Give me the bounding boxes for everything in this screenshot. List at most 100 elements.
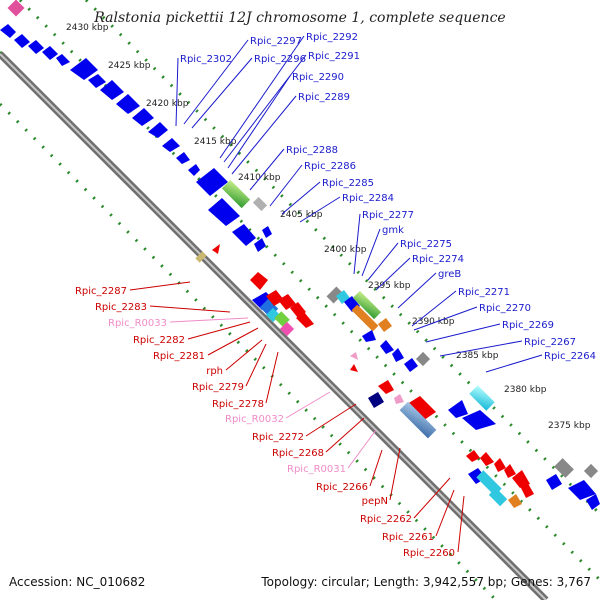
leader-line [149,305,231,313]
gene-label: Rpic_2271 [458,287,510,298]
tick-label: 2400 kbp [324,245,367,255]
gene-label: rph [206,366,223,377]
leader-line [265,351,279,404]
gene-label: Rpic_2264 [544,351,596,362]
feature-cluster-2385 [350,351,431,372]
gene-label: Rpic_2286 [304,161,356,172]
leader-line [225,339,263,371]
forward-genes-run-1 [0,24,272,252]
leader-line [227,75,291,169]
tick-label: 2420 kbp [146,99,189,109]
leader-line [413,477,451,519]
leader-line [439,340,523,357]
leader-line [353,213,361,275]
gene-label: Rpic_2261 [382,532,434,543]
gene-label: Rpic_2282 [133,335,185,346]
gene-label: Rpic_2260 [403,548,455,559]
leader-line [245,343,267,387]
gene-label: pepN [362,496,388,507]
leader-line [325,417,365,453]
leader-line [369,449,383,487]
chromosome-backbone [0,51,549,600]
leader-line [425,323,501,343]
gene-label: Rpic_R0032 [225,414,284,425]
topology-summary: Topology: circular; Length: 3,942,557 bp… [261,575,591,589]
accession-text: Accession: NC_010682 [9,575,146,589]
gene-label: Rpic_2268 [272,448,324,459]
gene-label: Rpic_2290 [292,72,344,83]
label-leader-lines [129,35,543,553]
gene-label: Rpic_2269 [502,320,554,331]
leader-line [219,35,305,159]
leader-line [269,164,303,207]
leader-line [389,447,401,501]
leader-line [223,54,307,163]
leader-line [299,196,341,223]
tick-label: 2430 kbp [66,23,109,33]
leader-line [305,403,357,437]
gene-label: gmk [382,225,404,236]
leader-line [249,148,285,191]
gene-label: Rpic_2285 [322,178,374,189]
feature-gray [252,196,268,212]
leader-line [191,57,253,129]
gene-label: Rpic_2287 [75,286,127,297]
gene-label: Rpic_2291 [308,51,360,62]
gene-label: Rpic_2284 [342,193,394,204]
feature-green [221,179,251,209]
gene-label: Rpic_2274 [412,254,464,265]
gene-label: Rpic_2270 [479,303,531,314]
leader-line [129,281,191,291]
gene-label: greB [438,269,461,280]
feature-cluster-2395 [326,286,404,362]
tick-label: 2395 kbp [368,281,411,291]
leader-line [375,257,411,291]
leader-line [485,354,543,373]
gene-label: Rpic_2281 [153,351,205,362]
tick-label: 2415 kbp [194,137,237,147]
gene-label: Rpic_2267 [524,337,576,348]
gene-label: Rpic_2262 [360,514,412,525]
feature-pink [7,0,25,17]
gene-label: Rpic_R0031 [287,464,346,475]
leader-line [367,242,399,281]
map-title: Ralstonia pickettii 12J chromosome 1, co… [94,10,506,26]
reverse-genes-cluster-1 [250,272,314,337]
tick-label: 2380 kbp [504,385,547,395]
tick-label: 2385 kbp [456,351,499,361]
gene-label: Rpic_2283 [95,302,147,313]
gene-labels: Rpic_2302 Rpic_2297Rpic_2296Rpic_2292Rpic… [75,32,596,559]
gene-label: Rpic_2292 [306,32,358,43]
leader-line [285,391,331,419]
gene-label: Rpic_R0033 [108,318,167,329]
gene-label: Rpic_2272 [252,432,304,443]
leader-line [457,495,465,553]
leader-line [435,489,455,537]
gene-label: Rpic_2296 [254,54,306,65]
leader-line [207,327,259,356]
leader-line [411,290,457,327]
feature-cluster-2378 [368,380,496,439]
gene-label: Rpic_2275 [400,239,452,250]
leader-line [347,429,377,469]
gene-label: Rpic_2266 [316,482,368,493]
leader-line [413,306,478,331]
leader-line [175,57,179,127]
feature-cluster-2370 [466,450,600,510]
leader-line [281,181,321,215]
tick-label: 2425 kbp [108,61,151,71]
gene-label: Rpic_2297 [250,36,302,47]
leader-line [187,321,251,340]
leader-line [183,39,249,125]
tick-label: 2375 kbp [548,421,591,431]
gene-label: Rpic_2302 [180,54,232,65]
tick-label: 2390 kbp [412,317,455,327]
gene-features [0,0,600,510]
gene-label: Rpic_2288 [286,145,338,156]
gene-label: Rpic_2289 [298,92,350,103]
leader-line [231,95,297,175]
leader-line [397,272,437,309]
